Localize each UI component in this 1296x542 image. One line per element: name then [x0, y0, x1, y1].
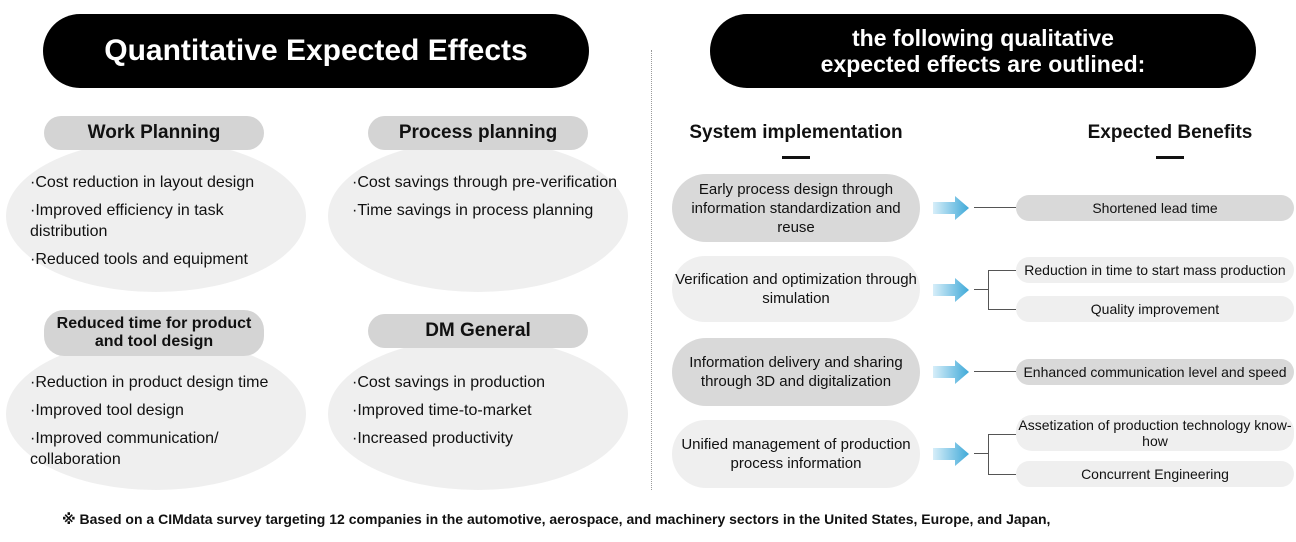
column-header-benefits-dash: [1156, 156, 1184, 159]
connector-line: [988, 270, 1016, 271]
card-work-planning-items: ·Cost reduction in layout design ·Improv…: [30, 172, 290, 277]
column-header-system: System implementation: [689, 122, 903, 143]
list-item: ·Cost reduction in layout design: [30, 174, 255, 191]
benefit-shortened-lead-time: Shortened lead time: [1016, 195, 1294, 221]
card-tag-design-time: Reduced time for product and tool design: [44, 310, 264, 356]
connector-bracket: [988, 270, 989, 309]
connector-line: [988, 474, 1016, 475]
system-item-3d-digitalization: Information delivery and sharing through…: [672, 338, 920, 406]
column-header-benefits: Expected Benefits: [1087, 122, 1253, 143]
card-process-planning-bg: [328, 140, 628, 292]
qualitative-title: the following qualitative expected effec…: [710, 14, 1256, 88]
footnote: ※ Based on a CIMdata survey targeting 12…: [62, 511, 1051, 527]
card-tag-process-planning: Process planning: [368, 116, 588, 150]
section-divider: [651, 50, 652, 490]
list-item: ·Improved efficiency in task distributio…: [30, 202, 224, 240]
benefit-assetization: Assetization of production technology kn…: [1016, 415, 1294, 451]
list-item: ·Increased productivity: [352, 430, 513, 447]
card-design-time-items: ·Reduction in product design time ·Impro…: [30, 372, 295, 477]
benefit-communication-level: Enhanced communication level and speed: [1016, 359, 1294, 385]
list-item: ·Improved time-to-market: [352, 402, 532, 419]
card-work-planning-bg: [6, 140, 306, 292]
connector-line: [988, 309, 1016, 310]
list-item: ·Improved communication/ collaboration: [30, 430, 219, 468]
system-item-unified-management: Unified management of production process…: [672, 420, 920, 488]
arrow-right-icon: [933, 360, 969, 384]
connector-bracket: [988, 434, 989, 474]
system-item-early-process-design: Early process design through information…: [672, 174, 920, 242]
connector-line: [974, 453, 988, 454]
list-item: ·Improved tool design: [30, 402, 184, 419]
list-item: ·Reduction in product design time: [30, 374, 269, 391]
card-dm-general-bg: [328, 338, 628, 490]
arrow-right-icon: [933, 278, 969, 302]
card-design-time-bg: [6, 338, 306, 490]
card-tag-dm-general: DM General: [368, 314, 588, 348]
benefit-mass-production-time: Reduction in time to start mass producti…: [1016, 257, 1294, 283]
benefit-concurrent-engineering: Concurrent Engineering: [1016, 461, 1294, 487]
arrow-right-icon: [933, 196, 969, 220]
list-item: ·Reduced tools and equipment: [30, 251, 248, 268]
card-dm-general-items: ·Cost savings in production ·Improved ti…: [352, 372, 612, 456]
quantitative-title: Quantitative Expected Effects: [43, 14, 589, 88]
list-item: ·Cost savings in production: [352, 374, 545, 391]
benefit-quality-improvement: Quality improvement: [1016, 296, 1294, 322]
list-item: ·Cost savings through pre-verification: [352, 174, 618, 191]
column-header-system-dash: [782, 156, 810, 159]
arrow-right-icon: [933, 442, 969, 466]
card-process-planning-items: ·Cost savings through pre-verification ·…: [352, 172, 617, 228]
connector-line: [974, 371, 1016, 372]
list-item: ·Time savings in process planning: [352, 202, 594, 219]
card-tag-work-planning: Work Planning: [44, 116, 264, 150]
system-item-verification-simulation: Verification and optimization through si…: [672, 256, 920, 322]
connector-line: [974, 289, 988, 290]
connector-line: [974, 207, 1016, 208]
connector-line: [988, 434, 1016, 435]
